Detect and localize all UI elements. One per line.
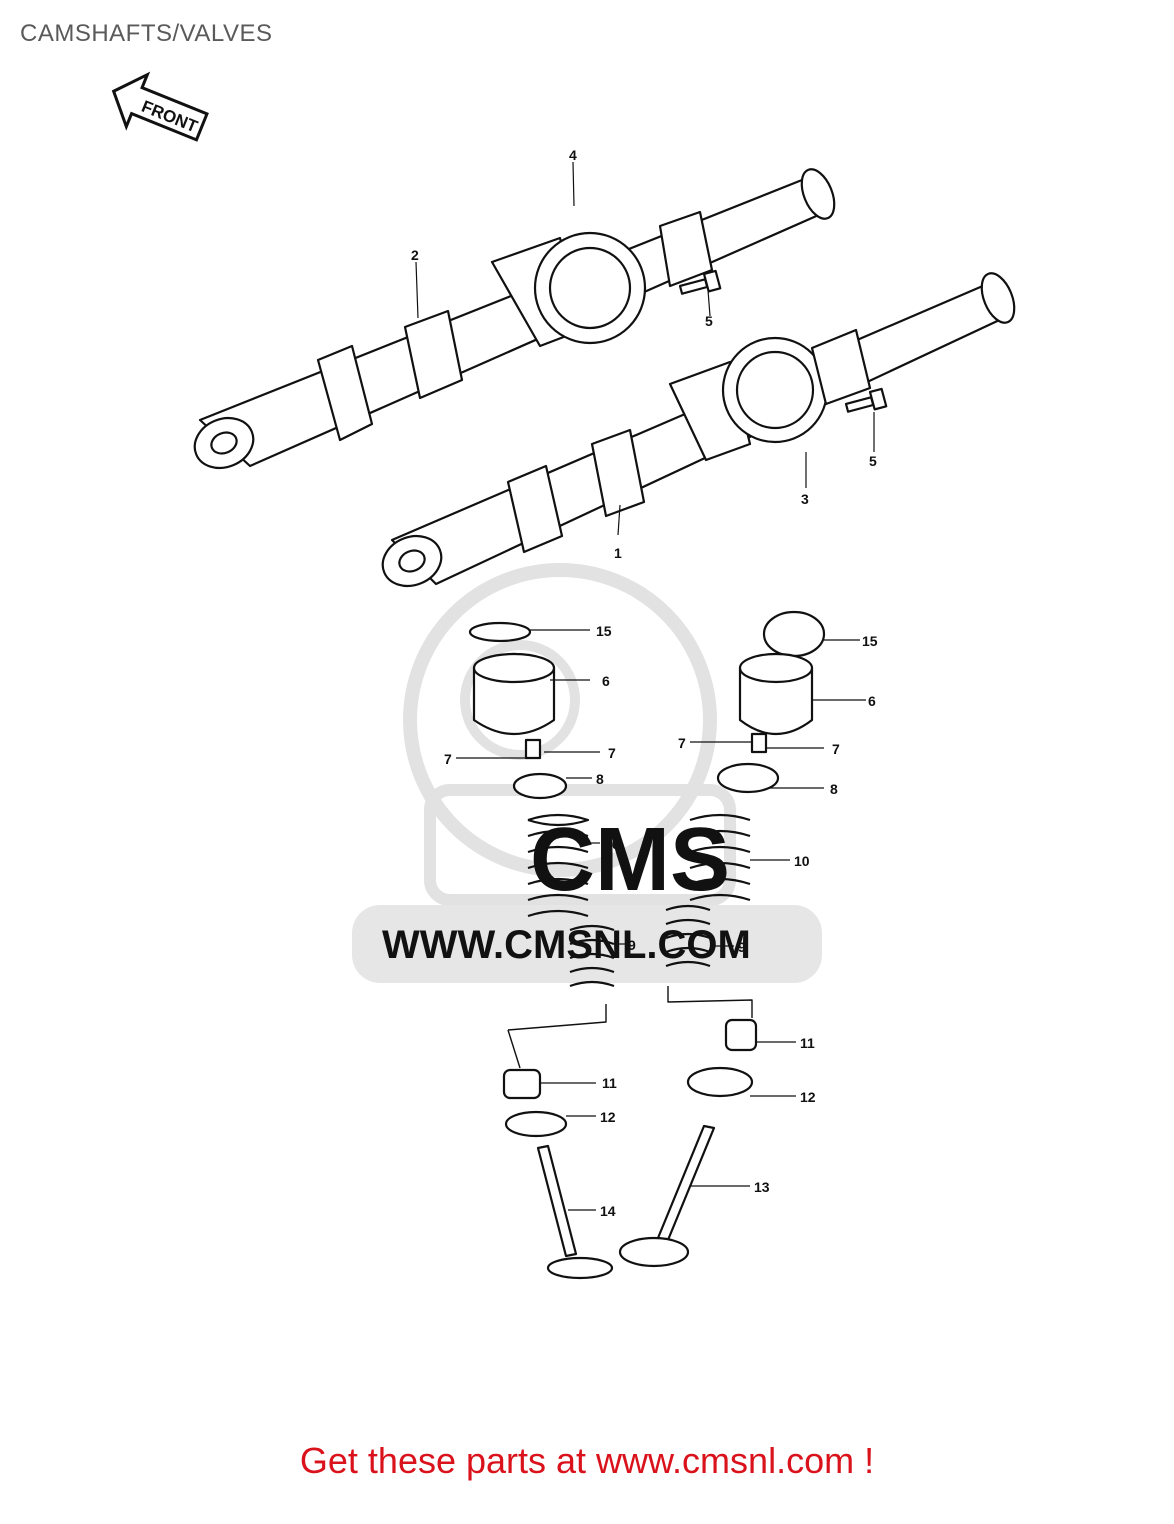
page-title: CAMSHAFTS/VALVES (20, 20, 273, 47)
callout-12b: 12 (800, 1089, 816, 1105)
callout-11a: 11 (602, 1075, 617, 1091)
callout-11b: 11 (800, 1035, 815, 1051)
callout-9a: 9 (628, 937, 636, 953)
callout-3: 3 (801, 491, 809, 507)
callout-15b: 15 (862, 633, 878, 649)
watermark-text: WWW.CMSNL.COM (382, 923, 751, 967)
callout-2: 2 (411, 247, 419, 263)
callout-14: 14 (600, 1203, 616, 1219)
callout-7c: 7 (678, 735, 686, 751)
callout-13: 13 (754, 1179, 770, 1195)
footer-cta-link[interactable]: Get these parts at www.cmsnl.com ! (0, 1440, 1174, 1524)
callout-6b: 6 (868, 693, 876, 709)
callout-10b: 10 (794, 853, 810, 869)
callout-9b: 9 (738, 939, 746, 955)
footer-cta-text: Get these parts at www.cmsnl.com ! (299, 1440, 875, 1481)
callout-8a: 8 (596, 771, 604, 787)
callout-7d: 7 (832, 741, 840, 757)
valve-assembly-left (468, 621, 615, 1280)
callout-12a: 12 (600, 1109, 616, 1125)
callout-7a: 7 (444, 751, 452, 767)
leader-lines (415, 161, 875, 1211)
watermark-logo: CMS (530, 810, 730, 910)
front-arrow-icon: FRONT (111, 71, 209, 142)
valve-assembly-right (618, 610, 826, 1268)
callout-5b: 5 (869, 453, 877, 469)
callout-5a: 5 (705, 313, 713, 329)
callout-7b: 7 (608, 745, 616, 761)
callout-1: 1 (614, 545, 622, 561)
bolt-lower-icon (844, 387, 888, 413)
callout-6a: 6 (602, 673, 610, 689)
callout-8b: 8 (830, 781, 838, 797)
camshaft-lower (381, 272, 1016, 588)
callout-15a: 15 (596, 623, 612, 639)
callout-10a: 10 (604, 836, 620, 852)
callout-4: 4 (569, 147, 577, 163)
bolt-upper-icon (678, 269, 722, 295)
camshaft-upper (193, 168, 836, 470)
